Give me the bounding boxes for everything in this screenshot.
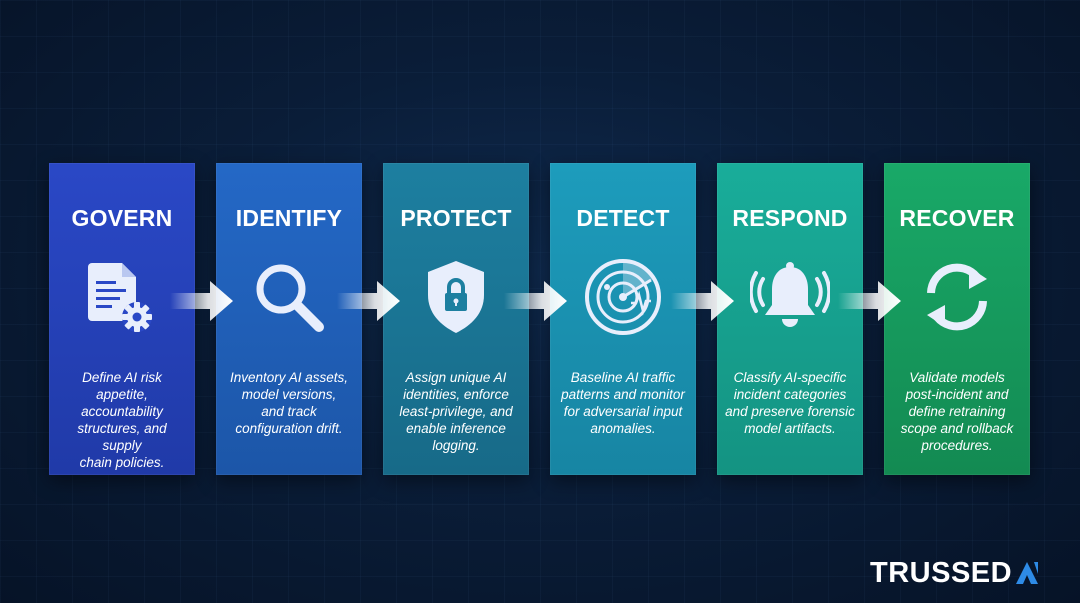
step-description: Validate models post-incident and define… <box>900 370 1014 453</box>
step-title: GOVERN <box>71 205 173 231</box>
flow-arrow <box>337 281 400 321</box>
flow-arrow <box>671 281 734 321</box>
brand-logo: TRUSSED <box>870 557 1040 589</box>
flow-arrow <box>170 281 233 321</box>
magnifier-icon <box>256 264 324 332</box>
flow-arrow <box>838 281 901 321</box>
shield-lock-icon <box>428 261 484 333</box>
step-description: Inventory AI assets, model versions, and… <box>229 370 349 436</box>
step-description: Classify AI-specific incident categories… <box>725 370 855 436</box>
step-description: Assign unique AI identities, enforce lea… <box>399 370 513 453</box>
radar-icon <box>585 259 661 335</box>
document-gear-icon <box>88 263 152 332</box>
alarm-bell-icon <box>750 262 830 327</box>
step-card-respond: RESPOND Classify AI-specific incident ca… <box>717 163 863 475</box>
refresh-cycle-icon <box>927 263 987 331</box>
step-title: RESPOND <box>732 205 848 231</box>
step-title: PROTECT <box>400 205 512 231</box>
step-card-govern: GOVERN Define AI risk appe <box>49 163 195 475</box>
logo-wordmark: TRUSSED <box>870 556 1013 589</box>
flow-arrow <box>504 281 567 321</box>
step-title: IDENTIFY <box>235 205 343 231</box>
step-description: Define AI risk appetite, accountability … <box>77 370 167 470</box>
step-title: DETECT <box>576 205 670 231</box>
step-card-protect: PROTECT Assign unique AI identities, enf… <box>383 163 529 475</box>
logo-mark-icon <box>1016 562 1039 584</box>
step-card-detect: DETECT Baseline AI traffic patterns and … <box>550 163 696 475</box>
step-card-recover: RECOVER Validate models post-incident an… <box>884 163 1030 475</box>
step-card-identify: IDENTIFY Inventory AI assets, model vers… <box>216 163 362 475</box>
step-title: RECOVER <box>899 205 1015 231</box>
step-description: Baseline AI traffic patterns and monitor… <box>561 370 685 436</box>
